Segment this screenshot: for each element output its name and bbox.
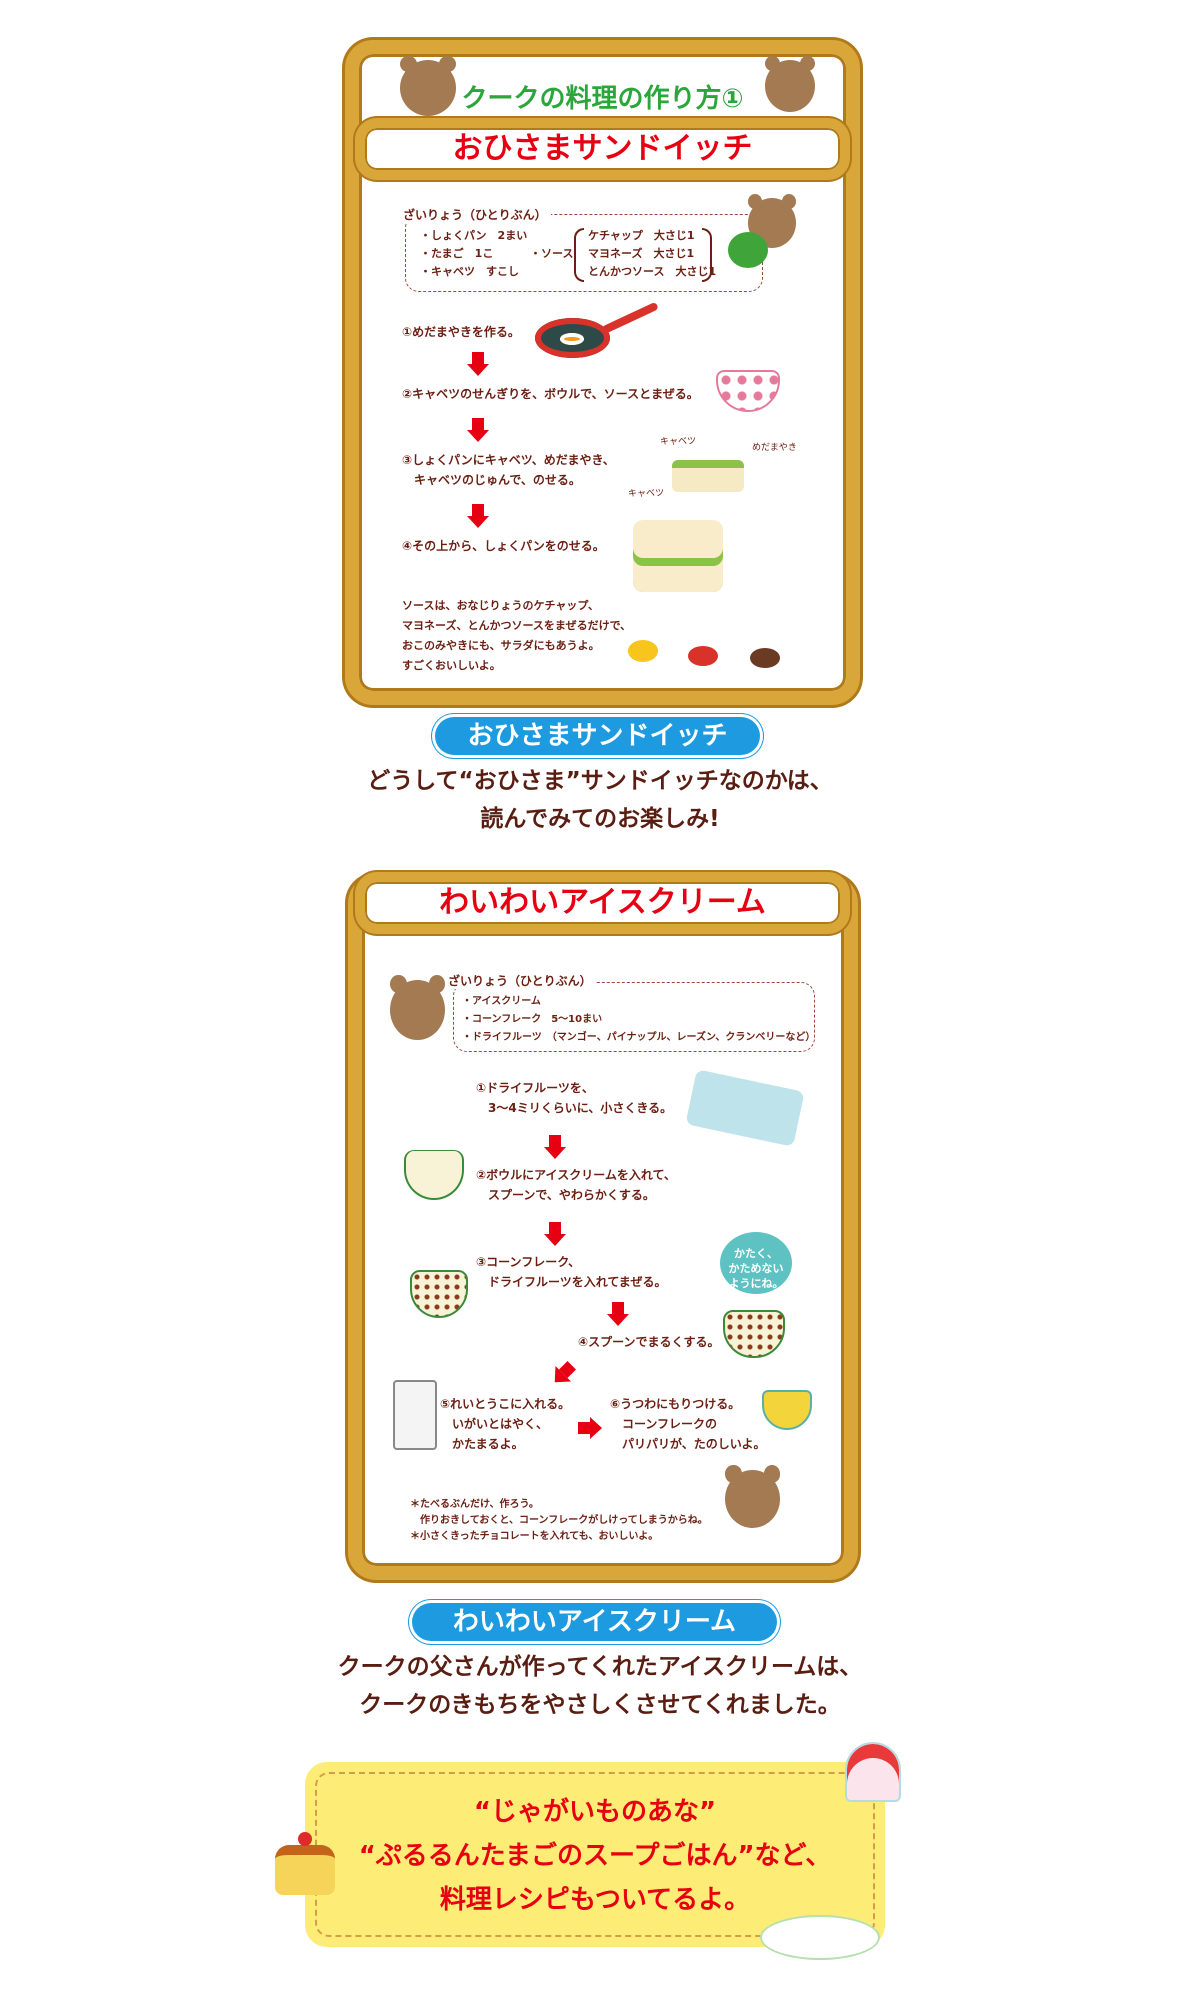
caption2-line: クークのきもちをやさしくさせてくれました。 — [359, 1692, 841, 1718]
round-ice-cream-bowl-illustration — [723, 1310, 785, 1358]
down-arrow-icon — [467, 418, 489, 442]
step-3-line-2: ドライフルーツを入れてまぜる。 — [476, 1275, 667, 1289]
sauce-bracket-right — [702, 228, 712, 282]
bear-with-ice-cream-illustration — [390, 975, 445, 1040]
sauce-item: とんかつソース 大さじ1 — [588, 265, 717, 278]
caption2-line: クークの父さんが作ってくれたアイスクリームは、 — [337, 1654, 863, 1680]
ingredient: ・キャベツ すこし — [420, 265, 519, 278]
roll-cake-illustration — [760, 1915, 880, 1960]
recipe1-series-banner: クークの料理の作り方① — [360, 50, 845, 114]
bear-with-fork-illustration — [400, 55, 456, 116]
promo-line: “ぷるるんたまごのスープごはん”など、 — [358, 1841, 832, 1871]
right-arrow-icon — [590, 1417, 602, 1439]
down-arrow-icon — [607, 1302, 629, 1326]
promo-box: “じゃがいものあな” “ぷるるんたまごのスープごはん”など、 料理レシピもついて… — [305, 1762, 885, 1947]
sauce-item: ケチャップ 大さじ1 — [588, 229, 695, 242]
cabbage-illustration — [728, 232, 768, 268]
step-6-line-2: コーンフレークの — [610, 1417, 718, 1431]
step-1-line-2: 3〜4ミリくらいに、小さくきる。 — [476, 1101, 673, 1115]
step-1-line-1: ①ドライフルーツを、 — [476, 1081, 594, 1095]
open-sandwich-illustration — [672, 460, 744, 492]
sauce-note-line: ソースは、おなじりょうのケチャップ、 — [402, 599, 600, 612]
down-arrow-icon — [467, 352, 489, 376]
bubble-line: かたく、 — [734, 1247, 778, 1260]
sauce-note-line: おこのみやきにも、サラダにもあうよ。 — [402, 639, 600, 652]
ice-cream-bowl-illustration — [404, 1150, 464, 1200]
step-1: ①めだまやきを作る。 — [402, 325, 520, 339]
fried-egg — [560, 333, 584, 345]
bear-eating-illustration — [725, 1465, 780, 1528]
series-title: クークの料理の作り方① — [461, 84, 744, 114]
ingredient: ・ドライフルーツ （マンゴー、パイナップル、レーズン、クランベリーなど） — [462, 1032, 816, 1043]
step-5-line-3: かたまるよ。 — [440, 1437, 524, 1451]
sauce-note-line: マヨネーズ、とんかつソースをまぜるだけで、 — [402, 619, 632, 632]
promo-line: “じゃがいものあな” — [473, 1797, 717, 1827]
sauce-item: マヨネーズ 大さじ1 — [588, 247, 695, 260]
ingredient: ・しょくパン 2まい — [420, 229, 528, 242]
refrigerator-illustration — [393, 1380, 437, 1450]
step-3-line-2: キャベツのじゅんで、のせる。 — [402, 473, 581, 487]
ingredients-label: ざいりょう（ひとりぶん） — [403, 206, 551, 223]
illustration-label: キャベツ — [628, 489, 665, 499]
footnote: ＊小さくきったチョコレートを入れても、おいしいよ。 — [410, 1531, 659, 1542]
sauce-label: ・ソース — [530, 247, 574, 260]
down-arrow-icon — [544, 1222, 566, 1246]
tonkatsu-sauce-spoon-illustration — [750, 648, 780, 668]
bear-with-plate-illustration — [765, 55, 815, 112]
recipe1-title-banner: おひさまサンドイッチ — [355, 118, 850, 180]
step-6-line-1: ⑥うつわにもりつける。 — [610, 1397, 741, 1411]
recipe2-ingredients-box — [453, 982, 815, 1052]
sandwich-illustration — [633, 520, 723, 592]
step-6-line-3: パリパリが、たのしいよ。 — [610, 1437, 766, 1451]
caption1-line: どうして“おひさま”サンドイッチなのかは、 — [367, 768, 833, 794]
pudding-illustration — [275, 1845, 335, 1895]
bubble-line: かためない — [728, 1262, 784, 1275]
illustration-label: キャベツ — [660, 437, 697, 447]
tip-speech-bubble: かたく、 かためない ようにね。 — [720, 1232, 792, 1294]
step-2: ②キャベツのせんぎりを、ボウルで、ソースとまぜる。 — [402, 387, 699, 401]
down-arrow-icon — [467, 504, 489, 528]
ingredients-label: ざいりょう（ひとりぶん） — [448, 972, 596, 989]
recipe2-caption-pill: わいわいアイスクリーム — [412, 1603, 777, 1641]
recipe2-title: わいわいアイスクリーム — [439, 885, 766, 920]
sauce-bracket-left — [574, 228, 584, 282]
footnote: ＊たべるぶんだけ、作ろう。 — [410, 1499, 539, 1510]
recipe1-caption-pill: おひさまサンドイッチ — [435, 717, 760, 755]
step-2-line-2: スプーンで、やわらかくする。 — [476, 1188, 655, 1202]
caption1-line: 読んでみてのお楽しみ! — [480, 806, 720, 832]
dessert-cup-illustration — [762, 1390, 812, 1430]
mixing-bowl-illustration — [410, 1270, 468, 1318]
step-4: ④その上から、しょくパンをのせる。 — [402, 539, 605, 553]
cherry-icon — [298, 1832, 312, 1846]
ingredient: ・アイスクリーム — [462, 996, 541, 1007]
step-4: ④スプーンでまるくする。 — [578, 1335, 720, 1349]
ingredient: ・たまご 1こ — [420, 247, 494, 260]
fruit-parfait-illustration — [845, 1742, 901, 1802]
promo-line: 料理レシピもついてるよ。 — [439, 1885, 751, 1915]
ketchup-spoon-illustration — [688, 646, 718, 666]
recipe2-title-banner: わいわいアイスクリーム — [355, 872, 850, 934]
footnote: 作りおきしておくと、コーンフレークがしけってしまうからね。 — [410, 1515, 708, 1526]
down-arrow-icon — [544, 1135, 566, 1159]
step-5-line-1: ⑤れいとうこに入れる。 — [440, 1397, 571, 1411]
recipe1-title: おひさまサンドイッチ — [452, 131, 753, 166]
sauce-note-line: すごくおいしいよ。 — [402, 659, 501, 672]
ingredient: ・コーンフレーク 5〜10まい — [462, 1014, 603, 1025]
step-5-line-2: いがいとはやく、 — [440, 1417, 549, 1431]
step-3-line-1: ③しょくパンにキャベツ、めだまやき、 — [402, 453, 615, 467]
step-3-line-1: ③コーンフレーク、 — [476, 1255, 581, 1269]
bubble-line: ようにね。 — [728, 1277, 784, 1290]
illustration-label: めだまやき — [752, 443, 797, 453]
mayonnaise-spoon-illustration — [628, 640, 658, 662]
step-2-line-1: ②ボウルにアイスクリームを入れて、 — [476, 1168, 676, 1182]
